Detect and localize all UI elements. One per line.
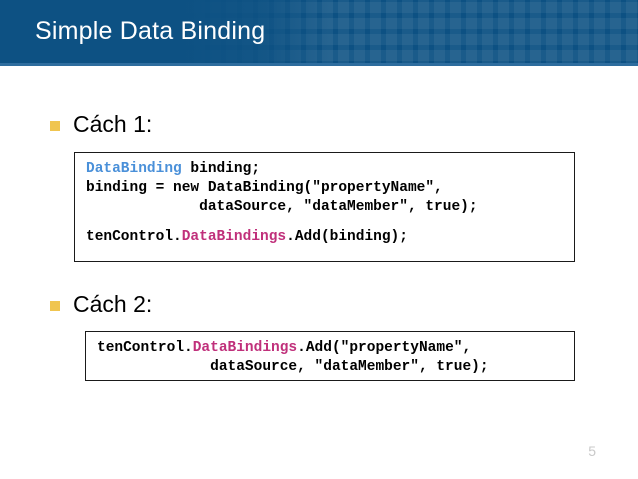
code-token-plain: tenControl. [86, 229, 182, 245]
bullet-item-cach-1: Cách 1: [50, 111, 153, 137]
bullet-label-cach-1: Cách 1: [73, 111, 153, 137]
code-token-plain: binding = new DataBinding("propertyName"… [86, 180, 443, 196]
code-line: tenControl.DataBindings.Add("propertyNam… [97, 339, 564, 358]
code-line: DataBinding binding; [86, 160, 564, 179]
code-token-type: DataBinding [86, 161, 182, 177]
square-bullet-icon [50, 121, 60, 131]
bullet-item-cach-2: Cách 2: [50, 291, 153, 317]
code-token-plain: .Add(binding); [286, 229, 408, 245]
code-block-1-lines: DataBinding binding;binding = new DataBi… [86, 160, 564, 247]
code-token-member: DataBindings [192, 340, 298, 356]
bullet-label-cach-2: Cách 2: [73, 291, 153, 317]
code-line: dataSource, "dataMember", true); [97, 358, 564, 377]
code-line: dataSource, "dataMember", true); [86, 198, 564, 217]
code-line: binding = new DataBinding("propertyName"… [86, 179, 564, 198]
code-token-plain: .Add("propertyName", [297, 340, 472, 356]
slide-body: Cách 1: DataBinding binding;binding = ne… [0, 66, 638, 479]
code-block-1: DataBinding binding;binding = new DataBi… [74, 152, 575, 262]
code-line [86, 217, 564, 228]
code-token-plain: dataSource, "dataMember", true); [97, 359, 489, 375]
code-line: tenControl.DataBindings.Add(binding); [86, 228, 564, 247]
slide-header [0, 0, 638, 63]
square-bullet-icon [50, 301, 60, 311]
header-accent-rule [0, 63, 638, 66]
code-token-plain: dataSource, "dataMember", true); [86, 199, 478, 215]
code-block-2-lines: tenControl.DataBindings.Add("propertyNam… [97, 339, 564, 377]
code-token-member: DataBindings [181, 229, 287, 245]
code-token-plain: binding; [181, 161, 261, 177]
code-block-2: tenControl.DataBindings.Add("propertyNam… [85, 331, 575, 381]
page-number: 5 [588, 443, 596, 459]
slide-title: Simple Data Binding [35, 17, 266, 45]
code-token-plain: tenControl. [97, 340, 193, 356]
header-gradient-overlay [0, 0, 330, 63]
